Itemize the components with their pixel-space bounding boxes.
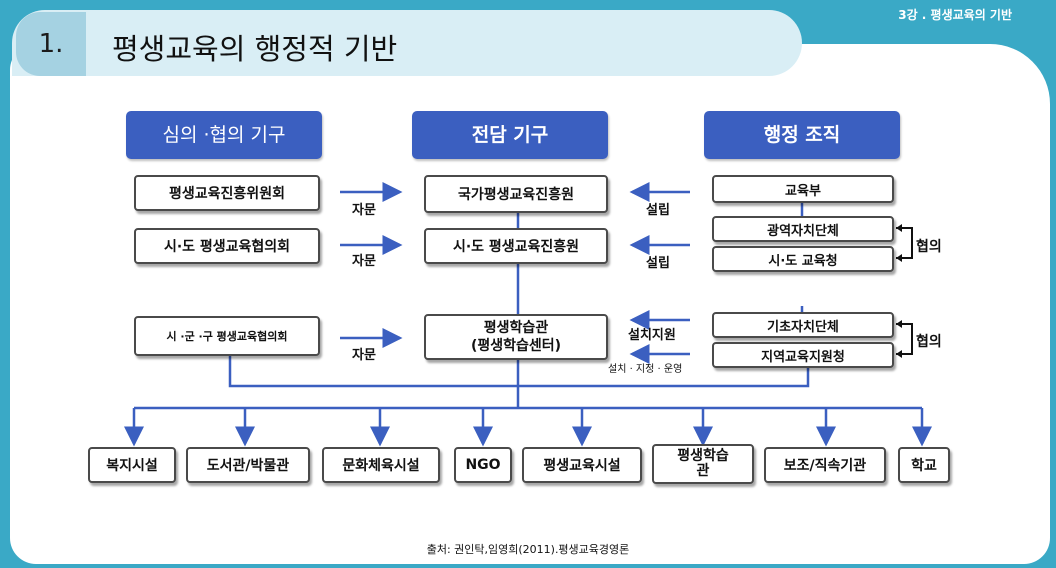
lifelong-learning-center-sub: (평생학습센터) [470, 338, 562, 354]
source-citation: 출처: 권인탁,임영희(2011).평생교육경영론 [426, 543, 630, 556]
lifelong-learning-hall-line2: 관 [696, 463, 710, 479]
label-advise-1: 자문 [352, 203, 376, 218]
library-museum: 도서관/박물관 [186, 447, 310, 483]
title-bar [12, 10, 802, 76]
label-install-designate-operate: 설치 · 지정 · 운영 [608, 364, 683, 375]
label-cooperate-2: 협의 [916, 334, 942, 350]
culture-sports-facility: 문화체육시설 [322, 447, 440, 483]
lifelong-education-facility: 평생교육시설 [522, 447, 642, 483]
metropolitan-government: 광역자치단체 [712, 216, 894, 242]
column-header-dedicated: 전담 기구 [412, 111, 608, 159]
bracket-cooperate-1 [896, 227, 913, 259]
label-establish-1: 설립 [646, 203, 670, 218]
lecture-tag: 3강 . 평생교육의 기반 [898, 8, 1012, 22]
lifelong-learning-hall-line1: 평생학습 [677, 448, 729, 464]
sido-lifelong-education-council: 시·도 평생교육협의회 [134, 228, 320, 264]
lifelong-learning-center: 평생학습관 (평생학습센터) [424, 314, 608, 360]
page-title: 평생교육의 행정적 기반 [112, 32, 398, 66]
label-establish-support: 설치지원 [628, 328, 676, 343]
label-cooperate-1: 협의 [916, 239, 942, 255]
column-header-deliberation: 심의 ·협의 기구 [126, 111, 322, 159]
regional-education-office: 지역교육지원청 [712, 342, 894, 368]
label-advise-3: 자문 [352, 348, 376, 363]
national-institute-lifelong-education: 국가평생교육진흥원 [424, 175, 608, 213]
section-number: 1. [16, 12, 86, 76]
school: 학교 [898, 447, 950, 483]
ngo: NGO [454, 447, 512, 483]
welfare-facility: 복지시설 [88, 447, 176, 483]
bracket-cooperate-2 [896, 323, 913, 355]
sido-education-office: 시·도 교육청 [712, 246, 894, 272]
lifelong-learning-center-title: 평생학습관 [483, 320, 549, 336]
lifelong-education-promotion-committee: 평생교육진흥위원회 [134, 175, 320, 211]
label-establish-2: 설립 [646, 256, 670, 271]
lifelong-learning-hall: 평생학습 관 [652, 444, 754, 484]
label-advise-2: 자문 [352, 254, 376, 269]
ministry-of-education: 교육부 [712, 175, 894, 203]
sido-lifelong-education-institute: 시·도 평생교육진흥원 [424, 228, 608, 264]
basic-local-government: 기초자치단체 [712, 312, 894, 338]
collector-line [228, 355, 810, 388]
auxiliary-affiliated-institution: 보조/직속기관 [764, 447, 886, 483]
sigungu-lifelong-education-council: 시 ·군 ·구 평생교육협의회 [134, 316, 320, 356]
column-header-administration: 행정 조직 [704, 111, 900, 159]
